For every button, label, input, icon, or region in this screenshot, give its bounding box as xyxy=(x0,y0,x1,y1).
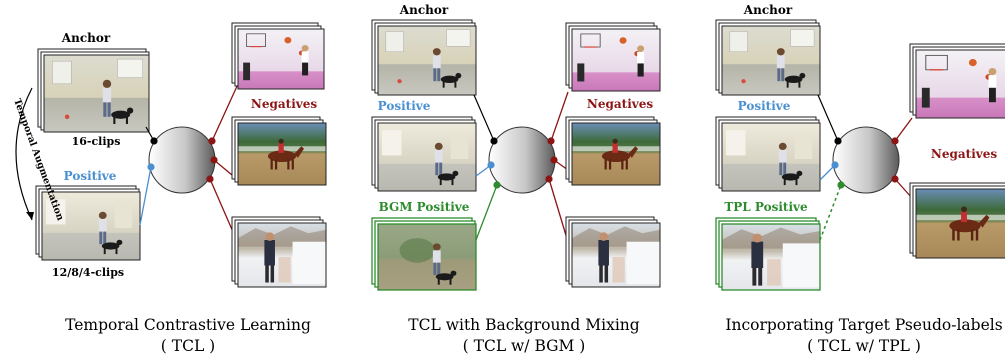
p1-anchor-clips: 16-clips xyxy=(72,135,121,148)
p1-negatives-label: Negatives xyxy=(251,97,317,111)
p1-anchor-dot xyxy=(150,137,158,145)
p3-embedding-sphere xyxy=(832,126,900,194)
p3-tpl-dot xyxy=(837,181,845,189)
p2-negative-stack-1 xyxy=(565,22,661,92)
p1-positive-label: Positive xyxy=(64,169,117,183)
p3-tpl-label: TPL Positive xyxy=(724,200,808,214)
p2-negative-stack-2 xyxy=(565,116,661,186)
p3-tpl-stack xyxy=(715,217,821,291)
p1-anchor-stack xyxy=(37,48,149,132)
p2-bgm-stack xyxy=(371,217,477,291)
p2-bgm-label: BGM Positive xyxy=(379,200,470,214)
p3-anchor-dot xyxy=(834,137,842,145)
p2-positive-stack xyxy=(371,116,477,192)
augmentation-arrow xyxy=(15,87,33,221)
p3-positive-label: Positive xyxy=(738,99,791,113)
p1-caption: Temporal Contrastive Learning xyxy=(65,316,311,334)
p3-positive-dot xyxy=(831,161,839,169)
p1-negative-stack-1 xyxy=(231,22,325,90)
p3-negative-stack-2 xyxy=(909,182,1005,259)
p1-neg-dot-1 xyxy=(208,137,216,145)
p2-positive-label: Positive xyxy=(378,99,431,113)
p3-anchor-stack xyxy=(715,19,821,96)
p1-negative-stack-3 xyxy=(231,216,327,288)
p1-neg-dot-3 xyxy=(206,175,214,183)
p2-neg-dot-2 xyxy=(550,156,558,164)
p3-positive-stack xyxy=(715,116,821,192)
p2-caption-sub: ( TCL w/ BGM ) xyxy=(463,337,586,355)
p1-anchor-label: Anchor xyxy=(61,31,111,45)
p3-anchor-label: Anchor xyxy=(743,3,793,17)
p2-anchor-stack xyxy=(371,19,477,96)
p1-positive-clips: 12/8/4-clips xyxy=(52,266,124,279)
p1-positive-dot xyxy=(147,163,155,171)
p2-negatives-label: Negatives xyxy=(587,97,653,111)
p2-bgm-dot xyxy=(493,181,501,189)
p2-caption: TCL with Background Mixing xyxy=(408,316,639,334)
p1-embedding-sphere xyxy=(148,126,216,194)
p2-anchor-label: Anchor xyxy=(399,3,449,17)
p2-positive-dot xyxy=(487,161,495,169)
p3-negative-stack-1 xyxy=(909,43,1005,119)
p2-negative-stack-3 xyxy=(565,216,661,288)
p2-neg-dot-1 xyxy=(547,137,555,145)
p1-caption-sub: ( TCL ) xyxy=(161,337,215,355)
p3-neg-dot-2 xyxy=(891,175,899,183)
p1-neg-dot-2 xyxy=(210,156,218,164)
p3-neg-dot-1 xyxy=(891,137,899,145)
p3-negatives-label: Negatives xyxy=(931,147,997,161)
p1-negative-stack-2 xyxy=(231,116,327,186)
p2-neg-dot-3 xyxy=(545,175,553,183)
p1-positive-stack xyxy=(35,185,141,261)
p3-caption: Incorporating Target Pseudo-labels xyxy=(725,316,1002,334)
p3-caption-sub: ( TCL w/ TPL ) xyxy=(807,337,921,355)
augmentation-arrowhead xyxy=(26,212,34,220)
p2-anchor-dot xyxy=(490,137,498,145)
